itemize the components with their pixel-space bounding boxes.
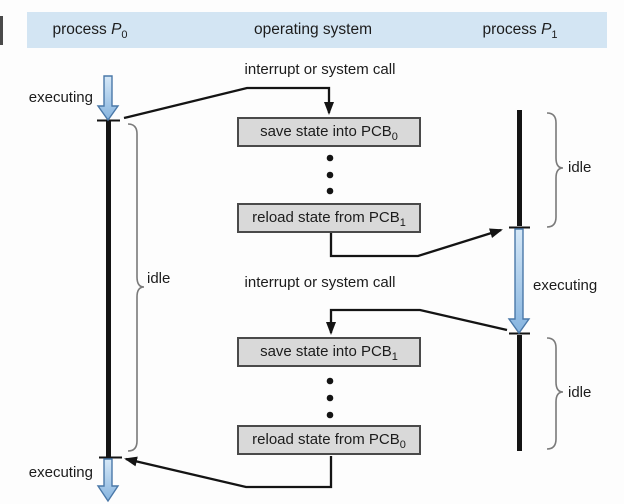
flow-arrow-reload-pcb0-to-p0 <box>124 456 333 489</box>
p1-idle-top-label: idle <box>568 159 592 176</box>
process-p0-symbol: P <box>111 21 122 38</box>
box-reload-state-pcb0: reload state from PCB0 <box>237 425 421 455</box>
flow-arrow-p1-to-save-pcb1 <box>326 308 508 335</box>
p0-executing-bottom-label: executing <box>28 464 93 481</box>
box-reload-state-pcb1-subscript: 1 <box>399 217 406 229</box>
p1-executing-arrow <box>507 228 531 335</box>
box-reload-state-pcb0-text: reload state from PCB <box>252 431 400 448</box>
box-save-state-pcb0-text: save state into PCB <box>260 123 392 140</box>
column-title-process-p0: process P0 <box>30 12 150 48</box>
p1-idle-brace-upper <box>546 112 564 228</box>
interrupt-label-top: interrupt or system call <box>244 61 396 78</box>
flow-arrow-p0-to-save-pcb0 <box>123 86 334 120</box>
flow-arrow-reload-pcb1-to-p1 <box>329 228 503 258</box>
box-save-state-pcb0-subscript: 0 <box>391 131 398 143</box>
ellipsis-dots-bottom <box>326 377 334 419</box>
p0-idle-brace <box>127 123 145 452</box>
p1-idle-bottom-label: idle <box>568 384 592 401</box>
p1-idle-brace-lower <box>546 337 564 450</box>
box-save-state-pcb0: save state into PCB0 <box>237 117 421 147</box>
box-reload-state-pcb1: reload state from PCB1 <box>237 203 421 233</box>
ellipsis-dots-top <box>326 154 334 195</box>
interrupt-label-bottom: interrupt or system call <box>244 274 396 291</box>
header-bar: process P0 operating system process P1 <box>27 12 607 48</box>
scan-artifact <box>0 16 3 45</box>
box-save-state-pcb1-text: save state into PCB <box>260 343 392 360</box>
process-p1-prefix: process <box>482 21 542 38</box>
process-p0-prefix: process <box>52 21 112 38</box>
box-save-state-pcb1: save state into PCB1 <box>237 337 421 367</box>
box-save-state-pcb1-subscript: 1 <box>391 351 398 363</box>
box-reload-state-pcb0-subscript: 0 <box>399 439 406 451</box>
p0-executing-arrow-top <box>96 75 120 122</box>
process-p1-subscript: 1 <box>551 29 558 42</box>
p0-executing-top-label: executing <box>28 89 93 106</box>
process-p1-symbol: P <box>541 21 552 38</box>
p1-executing-label: executing <box>533 277 598 294</box>
process-p0-subscript: 0 <box>121 29 128 42</box>
box-reload-state-pcb1-text: reload state from PCB <box>252 209 400 226</box>
column-title-process-p1: process P1 <box>460 12 580 48</box>
p0-idle-label: idle <box>147 270 171 287</box>
p0-executing-arrow-bottom <box>96 458 120 503</box>
column-title-operating-system: operating system <box>253 21 373 38</box>
